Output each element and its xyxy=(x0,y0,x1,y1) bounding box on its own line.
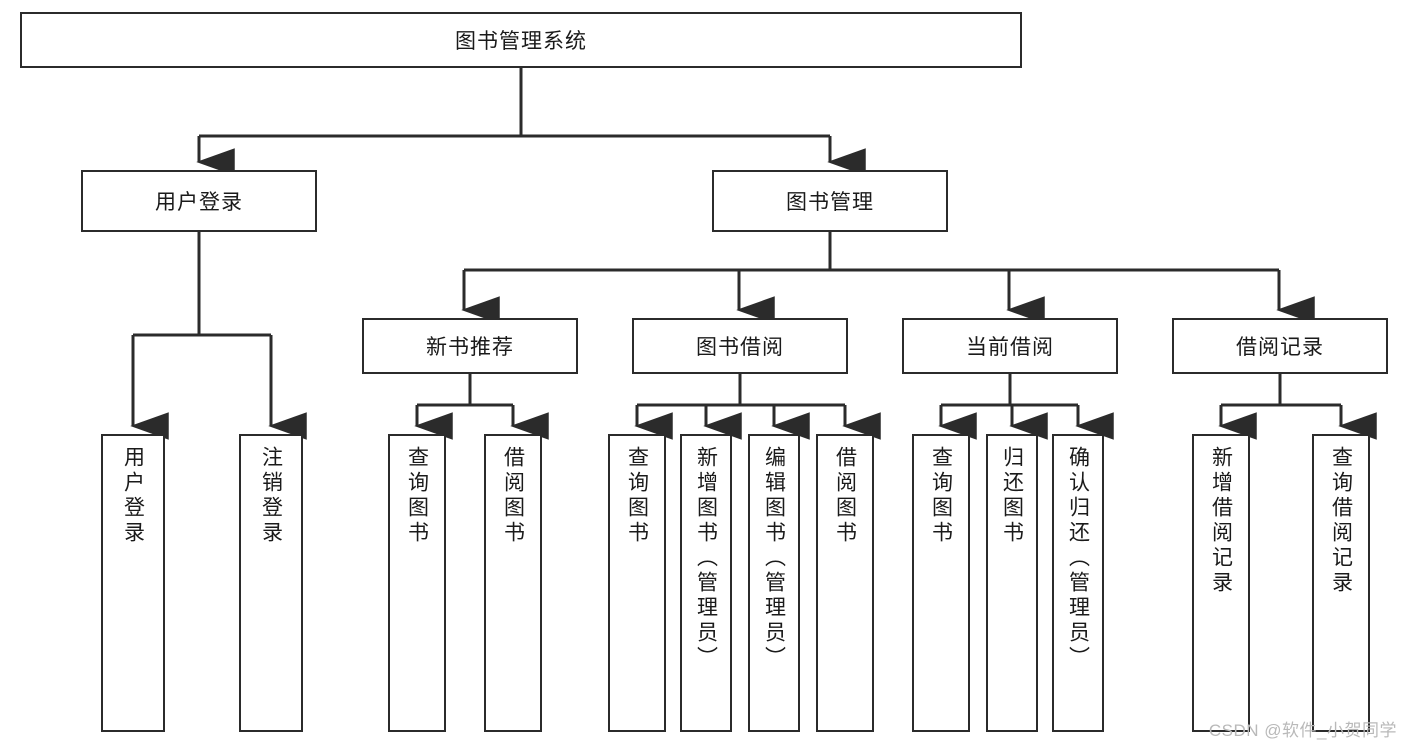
node-leaf-query-book-2[interactable]: 查询图书 xyxy=(608,434,666,732)
node-leaf-borrow-book-2-label: 借阅图书 xyxy=(833,446,857,546)
node-leaf-query-book-1[interactable]: 查询图书 xyxy=(388,434,446,732)
node-leaf-query-record[interactable]: 查询借阅记录 xyxy=(1312,434,1370,732)
node-leaf-query-book-3-label: 查询图书 xyxy=(929,446,953,546)
node-leaf-borrow-book-1[interactable]: 借阅图书 xyxy=(484,434,542,732)
node-leaf-confirm-return-label: 确认归还（管理员） xyxy=(1066,446,1090,671)
node-leaf-query-book-2-label: 查询图书 xyxy=(625,446,649,546)
node-leaf-query-record-label: 查询借阅记录 xyxy=(1329,446,1353,596)
node-borrow-record-label: 借阅记录 xyxy=(1236,336,1324,359)
node-leaf-add-book[interactable]: 新增图书（管理员） xyxy=(680,434,732,732)
node-leaf-logout-label: 注销登录 xyxy=(259,446,283,546)
node-leaf-add-record[interactable]: 新增借阅记录 xyxy=(1192,434,1250,732)
node-root[interactable]: 图书管理系统 xyxy=(20,12,1022,68)
node-book-manage-label: 图书管理 xyxy=(786,191,874,214)
node-leaf-edit-book[interactable]: 编辑图书（管理员） xyxy=(748,434,800,732)
node-leaf-logout[interactable]: 注销登录 xyxy=(239,434,303,732)
node-leaf-borrow-book-2[interactable]: 借阅图书 xyxy=(816,434,874,732)
node-book-borrow[interactable]: 图书借阅 xyxy=(632,318,848,374)
node-leaf-return-book-label: 归还图书 xyxy=(1000,446,1024,546)
node-leaf-return-book[interactable]: 归还图书 xyxy=(986,434,1038,732)
node-leaf-confirm-return[interactable]: 确认归还（管理员） xyxy=(1052,434,1104,732)
edge-group-book-borrow xyxy=(634,374,881,440)
node-new-book-recommend-label: 新书推荐 xyxy=(426,336,514,359)
edge-group-current-borrow xyxy=(938,374,1114,440)
edge-group-user-login xyxy=(130,232,307,440)
node-leaf-edit-book-label: 编辑图书（管理员） xyxy=(762,446,786,671)
node-user-login[interactable]: 用户登录 xyxy=(81,170,317,232)
node-book-borrow-label: 图书借阅 xyxy=(696,336,784,359)
edge-group-root xyxy=(196,68,866,176)
node-new-book-recommend[interactable]: 新书推荐 xyxy=(362,318,578,374)
node-current-borrow[interactable]: 当前借阅 xyxy=(902,318,1118,374)
watermark: CSDN @软件_小贺同学 xyxy=(1208,721,1397,740)
node-user-login-label: 用户登录 xyxy=(155,191,243,214)
node-leaf-borrow-book-1-label: 借阅图书 xyxy=(501,446,525,546)
node-book-manage[interactable]: 图书管理 xyxy=(712,170,948,232)
edge-group-new-book-recommend xyxy=(414,374,549,440)
node-borrow-record[interactable]: 借阅记录 xyxy=(1172,318,1388,374)
node-root-label: 图书管理系统 xyxy=(455,30,587,53)
node-leaf-query-book-1-label: 查询图书 xyxy=(405,446,429,546)
node-leaf-query-book-3[interactable]: 查询图书 xyxy=(912,434,970,732)
node-leaf-user-login-label: 用户登录 xyxy=(121,446,145,546)
edge-group-book-manage xyxy=(461,232,1315,324)
node-leaf-user-login[interactable]: 用户登录 xyxy=(101,434,165,732)
node-leaf-add-record-label: 新增借阅记录 xyxy=(1209,446,1233,596)
node-leaf-add-book-label: 新增图书（管理员） xyxy=(694,446,718,671)
node-current-borrow-label: 当前借阅 xyxy=(966,336,1054,359)
edge-group-borrow-record xyxy=(1218,374,1377,440)
